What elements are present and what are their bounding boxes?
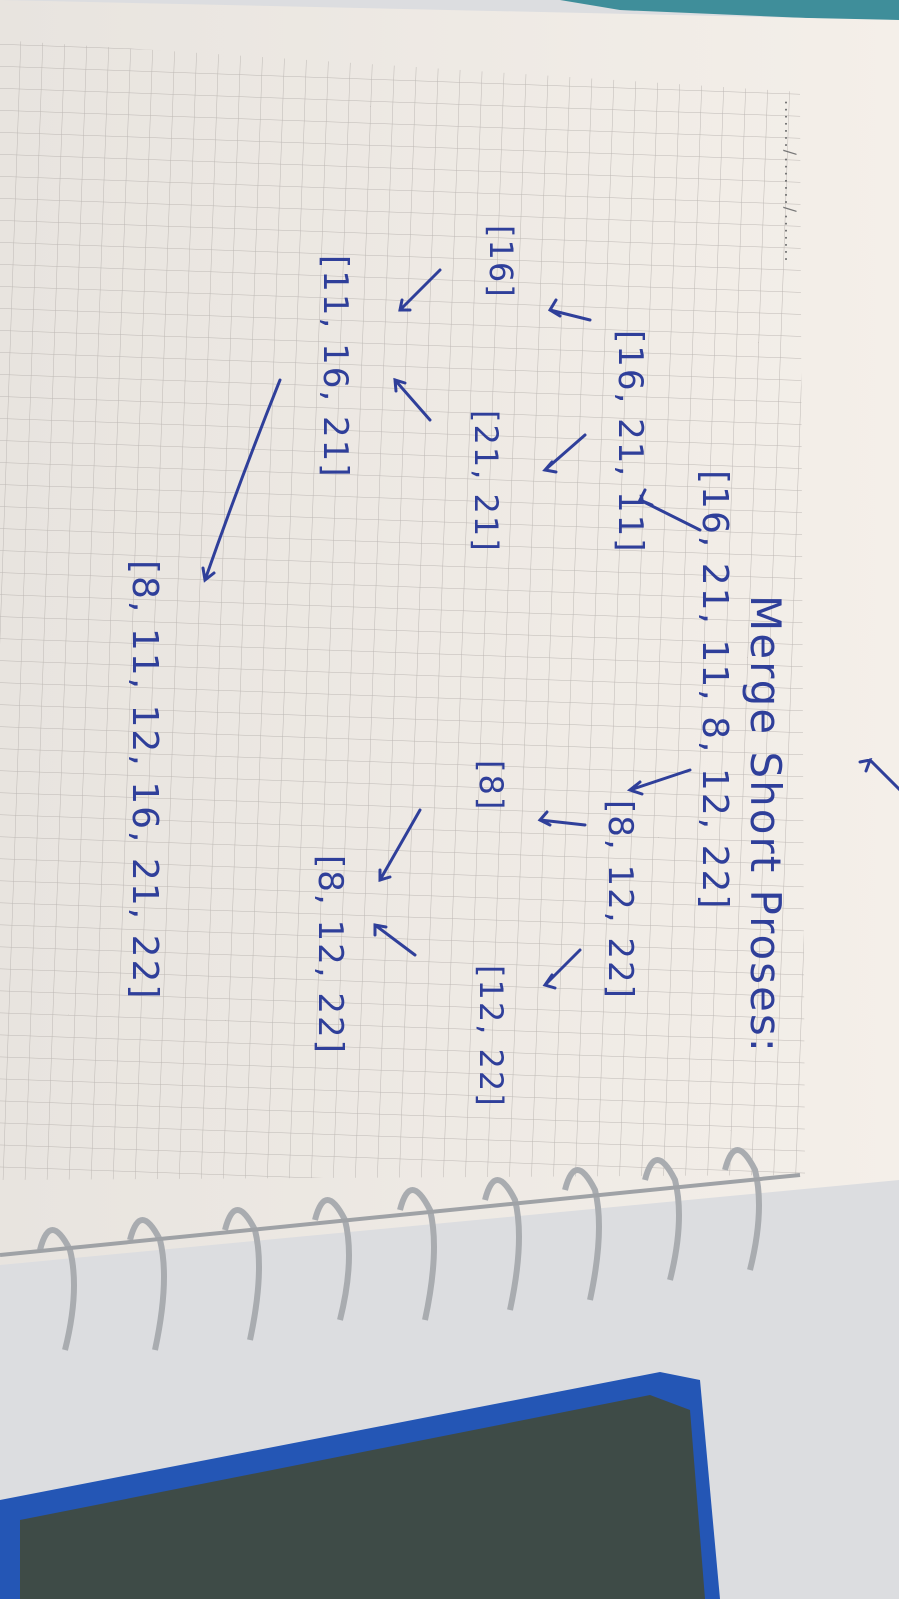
arrow-merge-icon (373, 923, 417, 957)
arrow-right-icon (626, 768, 692, 796)
arrow-right-icon (542, 433, 587, 474)
arrow-right-icon (542, 948, 582, 990)
arrow-final-right-icon (858, 758, 899, 792)
arrow-left-icon (537, 810, 587, 827)
tablet-body (20, 1395, 705, 1599)
arrow-merge-icon (398, 268, 442, 312)
arrow-final-left-icon (201, 378, 282, 583)
arrow-merge-icon (378, 808, 422, 883)
arrow-left-icon (547, 298, 592, 322)
arrow-merge-icon (393, 377, 432, 422)
cover-edge (560, 0, 899, 22)
arrow-left-icon (637, 488, 702, 532)
grid-area (0, 40, 805, 1180)
